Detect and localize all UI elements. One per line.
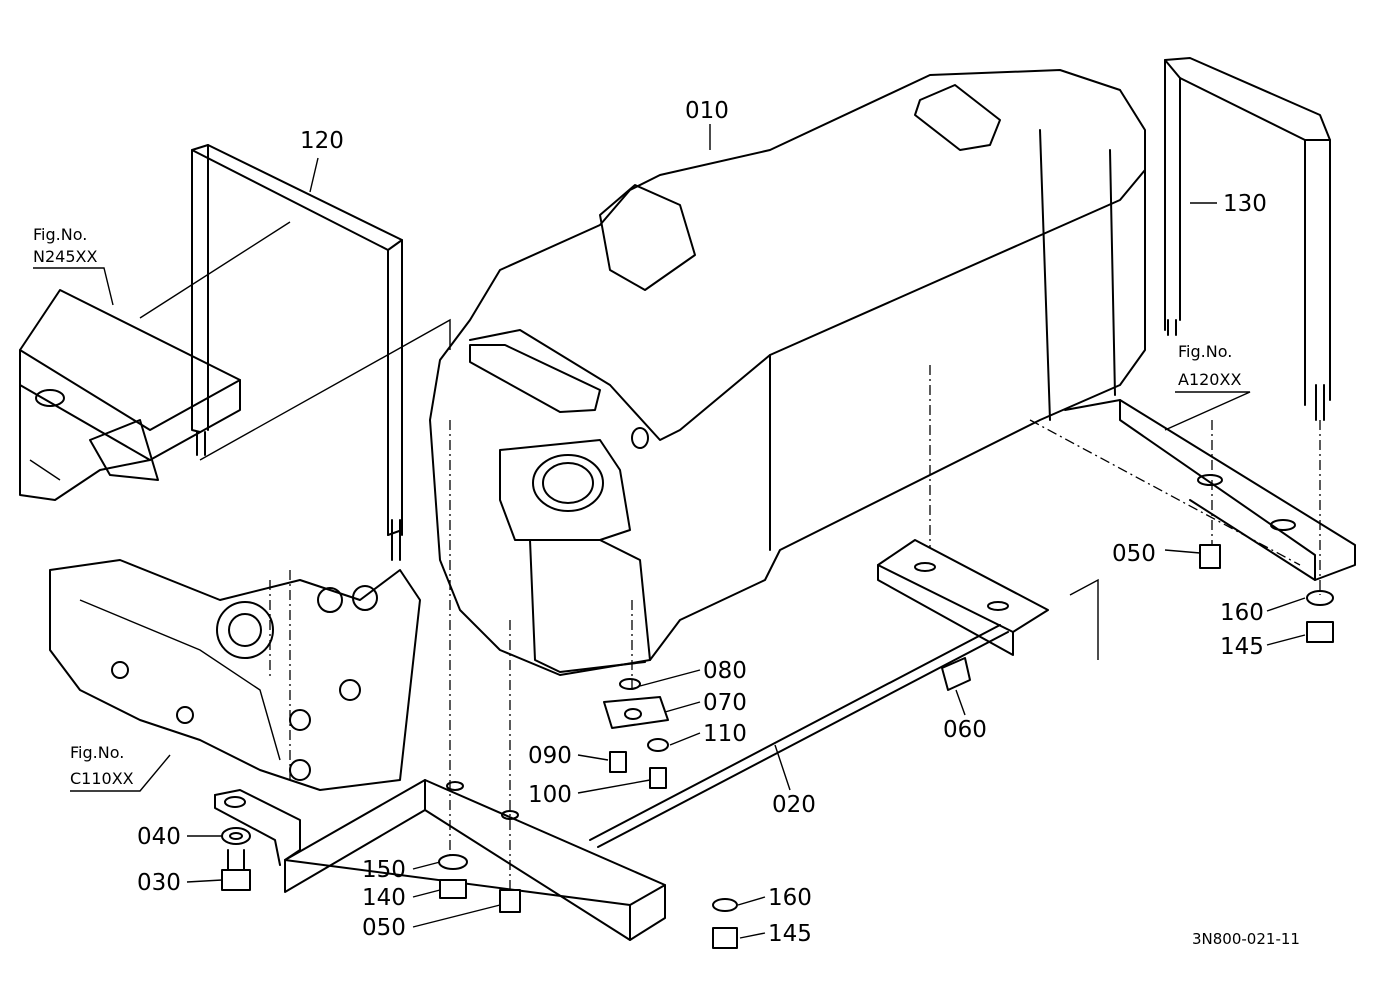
transmission-housing — [49, 559, 421, 791]
center-bracket — [877, 539, 1049, 656]
label-150: 150 — [362, 857, 406, 883]
label-090: 090 — [528, 743, 572, 769]
ref-n245-line1: Fig.No. — [33, 225, 87, 244]
ref-a120-line2: A120XX — [1178, 370, 1241, 389]
label-030: 030 — [137, 870, 181, 896]
label-050-right: 050 — [1112, 541, 1156, 567]
label-040: 040 — [137, 824, 181, 850]
label-145-left: 145 — [768, 921, 812, 947]
label-160-right: 160 — [1220, 600, 1264, 626]
label-145-right: 145 — [1220, 634, 1264, 660]
part-labels: 010 120 130 050 160 145 060 080 070 110 … — [33, 98, 1300, 948]
label-080: 080 — [703, 658, 747, 684]
ref-n245-line2: N245XX — [33, 247, 97, 266]
ref-c110-line2: C110XX — [70, 769, 134, 788]
leader-lines — [33, 124, 1306, 939]
label-140: 140 — [362, 885, 406, 911]
label-130: 130 — [1223, 191, 1267, 217]
stay-120 — [191, 144, 403, 561]
label-160-left: 160 — [768, 885, 812, 911]
label-070: 070 — [703, 690, 747, 716]
step-plate-assembly — [19, 289, 241, 501]
ref-c110-line1: Fig.No. — [70, 743, 124, 762]
fuel-tank-010 — [429, 69, 1146, 676]
label-120: 120 — [300, 128, 344, 154]
label-010: 010 — [685, 98, 729, 124]
rod-020 — [589, 624, 1009, 848]
hardware — [221, 544, 1334, 949]
ref-a120-line1: Fig.No. — [1178, 342, 1232, 361]
label-050-left: 050 — [362, 915, 406, 941]
label-060: 060 — [943, 717, 987, 743]
label-110: 110 — [703, 721, 747, 747]
label-020: 020 — [772, 792, 816, 818]
rear-frame — [1029, 399, 1356, 581]
assembly-centerlines — [199, 318, 1321, 890]
stay-130 — [1164, 57, 1331, 421]
label-100: 100 — [528, 782, 572, 808]
drawing-code: 3N800-021-11 — [1192, 930, 1300, 948]
